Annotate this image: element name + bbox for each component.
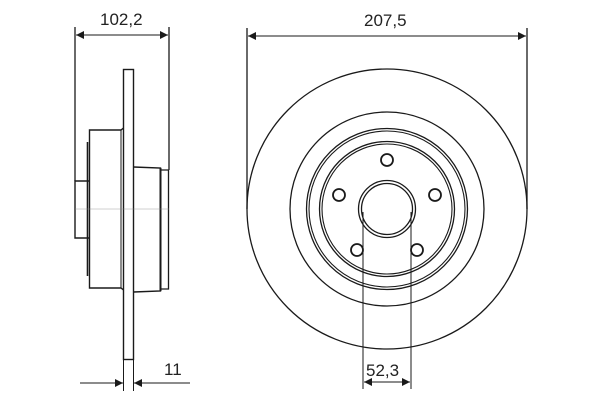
bolt-hole-upper-right	[428, 188, 442, 202]
hat-inner-ring-b	[321, 143, 453, 275]
hat-outer-ring-a	[305, 127, 469, 291]
bolt-hole-lower-right	[410, 243, 424, 257]
hub-right-body	[133, 166, 162, 293]
friction-ring-inner-edge	[289, 111, 485, 307]
center-bore-outer	[357, 179, 417, 239]
front-view	[246, 28, 528, 389]
bolt-hole-top	[380, 153, 394, 167]
center-bore-inner	[360, 182, 414, 236]
disc-outer-edge	[246, 68, 528, 350]
dimension-label-overall-height: 102,2	[100, 10, 143, 29]
hat-outer-ring-b	[308, 130, 466, 288]
disc-plate	[122, 68, 135, 361]
bolt-hole-upper-left	[332, 188, 346, 202]
pilot-flange	[74, 180, 90, 239]
hub-right-collar	[160, 169, 170, 290]
side-view	[74, 27, 190, 391]
hat-inner-ring-a	[318, 140, 456, 278]
bolt-hole-lower-left	[350, 243, 364, 257]
dimension-label-thickness: 11	[164, 360, 182, 379]
dimension-label-outer-diameter: 207,5	[364, 11, 407, 30]
dimension-label-center-bore: 52,3	[366, 361, 400, 380]
